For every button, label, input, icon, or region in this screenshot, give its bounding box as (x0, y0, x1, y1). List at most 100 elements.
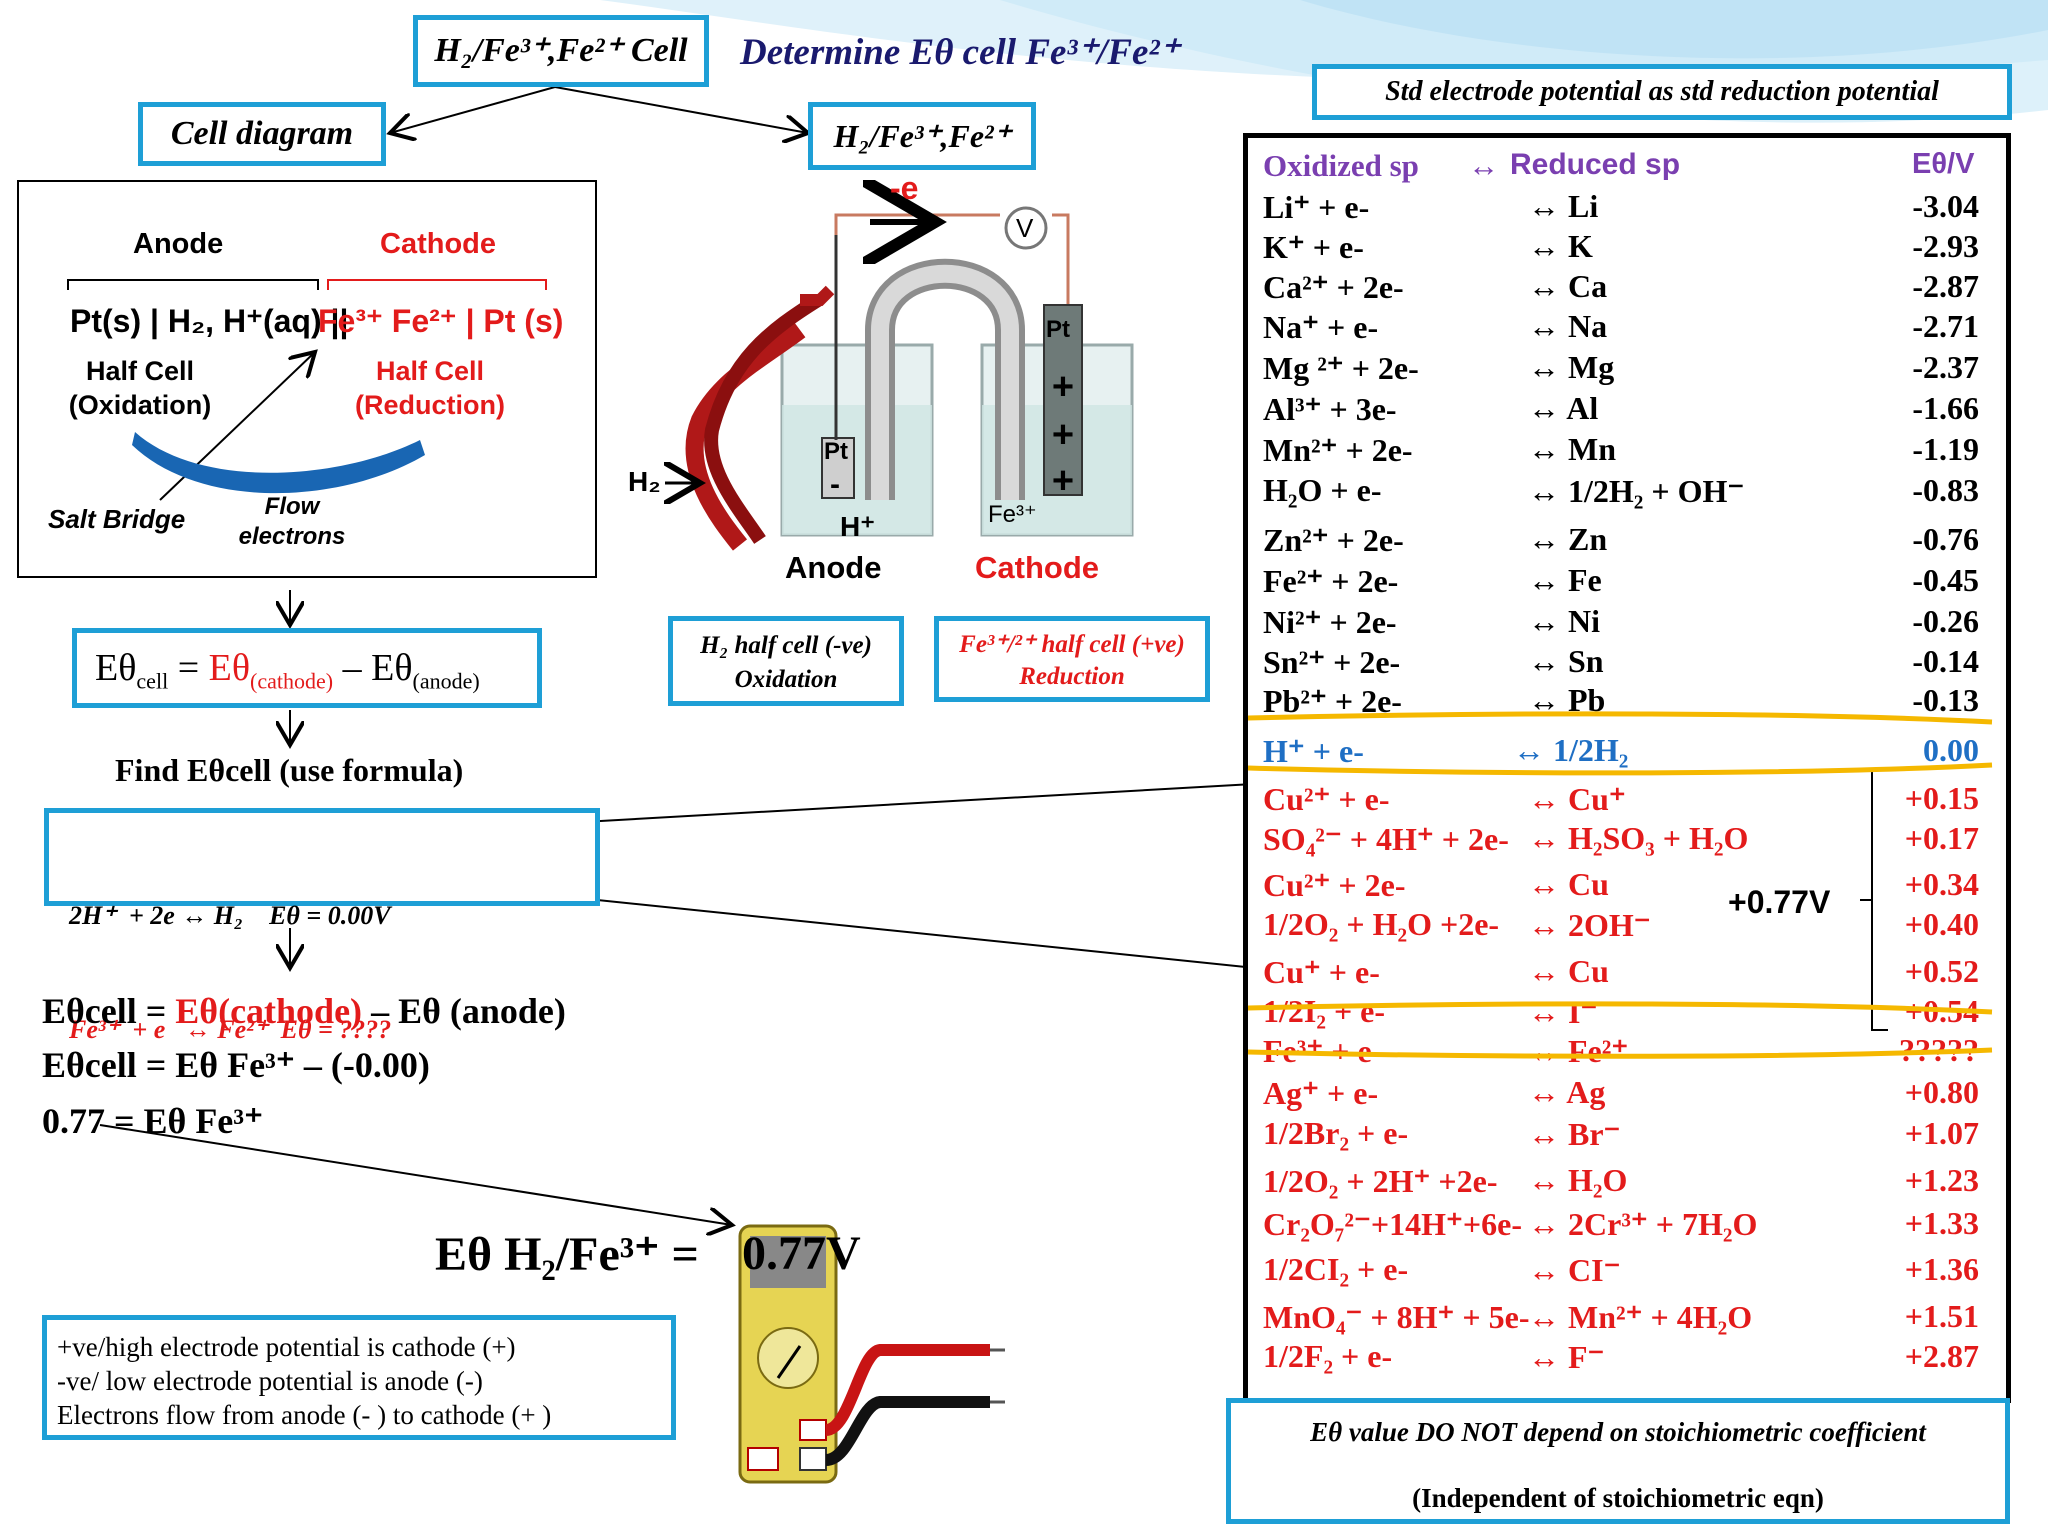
reduced-species: ↔ Br⁻ (1528, 1116, 1621, 1152)
reduced-species: ↔ Cu (1528, 866, 1609, 902)
electrode-potential: +0.52 (1904, 953, 1979, 989)
oxidized-species: H⁺ + e- (1263, 733, 1364, 769)
oxidized-species: Cu²⁺ + 2e- (1263, 867, 1406, 903)
fe-half-cell-line1: Fe³⁺/²⁺ half cell (+ve) (959, 631, 1185, 658)
reduced-species: ↔ I⁻ (1528, 994, 1598, 1030)
electrode-potential: -1.19 (1912, 431, 1979, 467)
table-row: Sn²⁺ + 2e- ↔ Sn -0.14 (1263, 643, 1983, 683)
oxidized-species: 1/2O₂ + 2H⁺ +2e- (1263, 1163, 1498, 1199)
formula-cell-sub: cell (136, 668, 169, 694)
half-cell-ox-label: Half Cell (85, 356, 195, 386)
electrode-potential: -0.14 (1912, 643, 1979, 679)
oxidized-species: MnO₄⁻ + 8H⁺ + 5e- (1263, 1299, 1530, 1335)
fe-half-cell-box: Fe³⁺/²⁺ half cell (+ve) Reduction (934, 616, 1210, 702)
reduced-species: ↔ Mn (1528, 431, 1616, 467)
ecell-formula-box: Eθcell = Eθ(cathode) – Eθ(anode) (72, 628, 542, 708)
h2-half-cell-box: H₂ half cell (-ve) Oxidation (668, 616, 904, 706)
cell-notation-left: Pt(s) | H₂, H⁺(aq) || (70, 303, 349, 339)
oxidized-species: 1/2CI₂ + e- (1263, 1251, 1409, 1287)
electrode-potential: 0.00 (1923, 732, 1979, 768)
plus-sign-3: + (1051, 460, 1075, 502)
table-row: Cu²⁺ + e-↔ Cu⁺+0.15 (1263, 780, 1983, 820)
reduced-species: ↔ Mg (1528, 349, 1615, 385)
minus-e-label: -e (890, 170, 919, 206)
cell-diagram-panel (17, 180, 597, 578)
flow-electrons-label: Flow electrons (222, 492, 362, 552)
electrode-potential: +1.23 (1904, 1162, 1979, 1198)
formula-minus: – Eθ (333, 647, 413, 689)
apparatus-cathode-label: Cathode (975, 550, 1099, 585)
table-row: Mg ²⁺ + 2e-↔ Mg-2.37 (1263, 349, 1983, 389)
reduced-species: ↔ H₂O (1528, 1162, 1628, 1198)
half-cell-oxidation: Half Cell (Oxidation) (60, 354, 220, 422)
calc-line-3: 0.77 = Eθ Fe³⁺ (42, 1101, 264, 1141)
electrode-potential: +1.36 (1904, 1251, 1979, 1287)
oxidized-species: Mg ²⁺ + 2e- (1263, 350, 1419, 386)
table-row: 1/2F₂ + e-↔ F⁻+2.87 (1263, 1338, 1983, 1378)
reduced-species: ↔ Cu (1528, 953, 1609, 989)
cell-label-right-box: H₂/Fe³⁺,Fe²⁺ (808, 102, 1036, 170)
footer-box: Eθ value DO NOT depend on stoichiometric… (1226, 1398, 2010, 1524)
electrode-potential: +0.80 (1904, 1074, 1979, 1110)
electrode-potential: -0.45 (1912, 562, 1979, 598)
oxidized-species: H₂O + e- (1263, 472, 1382, 508)
table-row: Na⁺ + e-↔ Na-2.71 (1263, 308, 1983, 348)
oxidized-species: Fe²⁺ + 2e- (1263, 563, 1399, 599)
footer-line-2: (Independent of stoichiometric eqn) (1412, 1483, 1824, 1513)
reduced-species: ↔ Sn (1528, 643, 1604, 679)
footer-line-1: Eθ value DO NOT depend on stoichiometric… (1310, 1417, 1926, 1447)
apparatus-anode-label: Anode (785, 550, 882, 585)
calc-l1c: – Eθ (anode) (362, 991, 566, 1031)
electrode-potential: -1.66 (1912, 390, 1979, 426)
reactions-box: 2H⁺ + 2e ↔ H₂ Eθ = 0.00V Fe³⁺ + e ↔ Fe²⁺… (44, 808, 600, 1044)
note-cathode: +ve/high electrode potential is cathode … (57, 1332, 516, 1362)
calc-line-2: Eθcell = Eθ Fe³⁺ – (-0.00) (42, 1045, 430, 1085)
reduced-species: ↔ Li (1528, 188, 1599, 224)
salt-bridge-label: Salt Bridge (48, 504, 186, 534)
result-value: 0.77V (742, 1227, 861, 1280)
reduced-species: ↔ H₂SO₃ + H₂O (1528, 820, 1749, 856)
table-header-reduced: Reduced sp (1510, 148, 1681, 181)
oxidized-species: Ca²⁺ + 2e- (1263, 269, 1404, 305)
table-row: 1/2Br₂ + e-↔ Br⁻+1.07 (1263, 1115, 1983, 1155)
oxidized-species: Sn²⁺ + 2e- (1263, 644, 1401, 680)
voltmeter-label: V (1016, 213, 1034, 243)
electrode-potential: +1.33 (1904, 1205, 1979, 1241)
oxidized-species: Al³⁺ + 3e- (1263, 391, 1397, 427)
table-row: Mn²⁺ + 2e-↔ Mn-1.19 (1263, 431, 1983, 471)
oxidized-species: K⁺ + e- (1263, 229, 1364, 265)
electrons-label: electrons (238, 523, 346, 550)
oxidized-species: SO₄²⁻ + 4H⁺ + 2e- (1263, 821, 1509, 857)
table-row: 1/2O₂ + H₂O +2e-↔ 2OH⁻+0.40 (1263, 906, 1983, 946)
formula-anode-sub: (anode) (412, 668, 480, 694)
table-row: 1/2CI₂ + e-↔ CI⁻+1.36 (1263, 1251, 1983, 1291)
h2-half-cell-line2: Oxidation (734, 666, 838, 693)
pt-right-label: Pt (1046, 316, 1070, 343)
oxidized-species: Ni²⁺ + 2e- (1263, 604, 1397, 640)
electrode-potential: +0.17 (1904, 820, 1979, 856)
formula-eq: = (168, 647, 209, 689)
table-row: Al³⁺ + 3e-↔ Al-1.66 (1263, 390, 1983, 430)
electrode-potential: -2.71 (1912, 308, 1979, 344)
reaction-h2: 2H⁺ + 2e ↔ H₂ Eθ = 0.00V (69, 901, 391, 930)
cell-label-right: H₂/Fe³⁺,Fe²⁺ (833, 118, 1011, 154)
electrode-potential: +1.51 (1904, 1298, 1979, 1334)
table-row: Cr₂O₇²⁻+14H⁺+6e-↔ 2Cr³⁺ + 7H₂O+1.33 (1263, 1205, 1983, 1245)
table-row: K⁺ + e-↔ K-2.93 (1263, 228, 1983, 268)
std-label: Std electrode potential as std reduction… (1385, 76, 1939, 107)
cell-diagram-box: Cell diagram (138, 102, 386, 166)
formula-cathode-sub: (cathode) (250, 668, 334, 694)
electrode-potential: -2.87 (1912, 268, 1979, 304)
plus-sign-2: + (1051, 414, 1075, 456)
electrode-potential: -0.13 (1912, 682, 1979, 718)
oxidized-species: Li⁺ + e- (1263, 189, 1370, 225)
calc-l1a: Eθcell = (42, 991, 176, 1031)
note-electron-flow: Electrons flow from anode (- ) to cathod… (57, 1400, 552, 1430)
table-row: Li⁺ + e-↔ Li-3.04 (1263, 188, 1983, 228)
anode-label: Anode (133, 228, 224, 260)
oxidized-species: 1/2F₂ + e- (1263, 1338, 1393, 1374)
electrode-potential: +1.07 (1904, 1115, 1979, 1151)
